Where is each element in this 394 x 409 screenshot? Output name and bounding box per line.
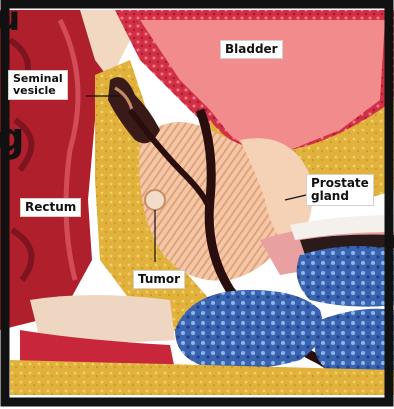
edge-text-top: u [0, 2, 20, 36]
tumor-mass [145, 190, 165, 210]
blue-tissue-upper [297, 246, 394, 307]
blue-tissue-right [314, 309, 394, 377]
label-seminal-vesicle: Seminal vesicle [8, 70, 68, 100]
label-rectum: Rectum [20, 198, 81, 217]
edge-text-middle: g [0, 118, 25, 158]
label-bladder: Bladder [220, 40, 283, 59]
label-prostate-gland: Prostate gland [306, 174, 374, 206]
label-tumor: Tumor [133, 270, 185, 289]
